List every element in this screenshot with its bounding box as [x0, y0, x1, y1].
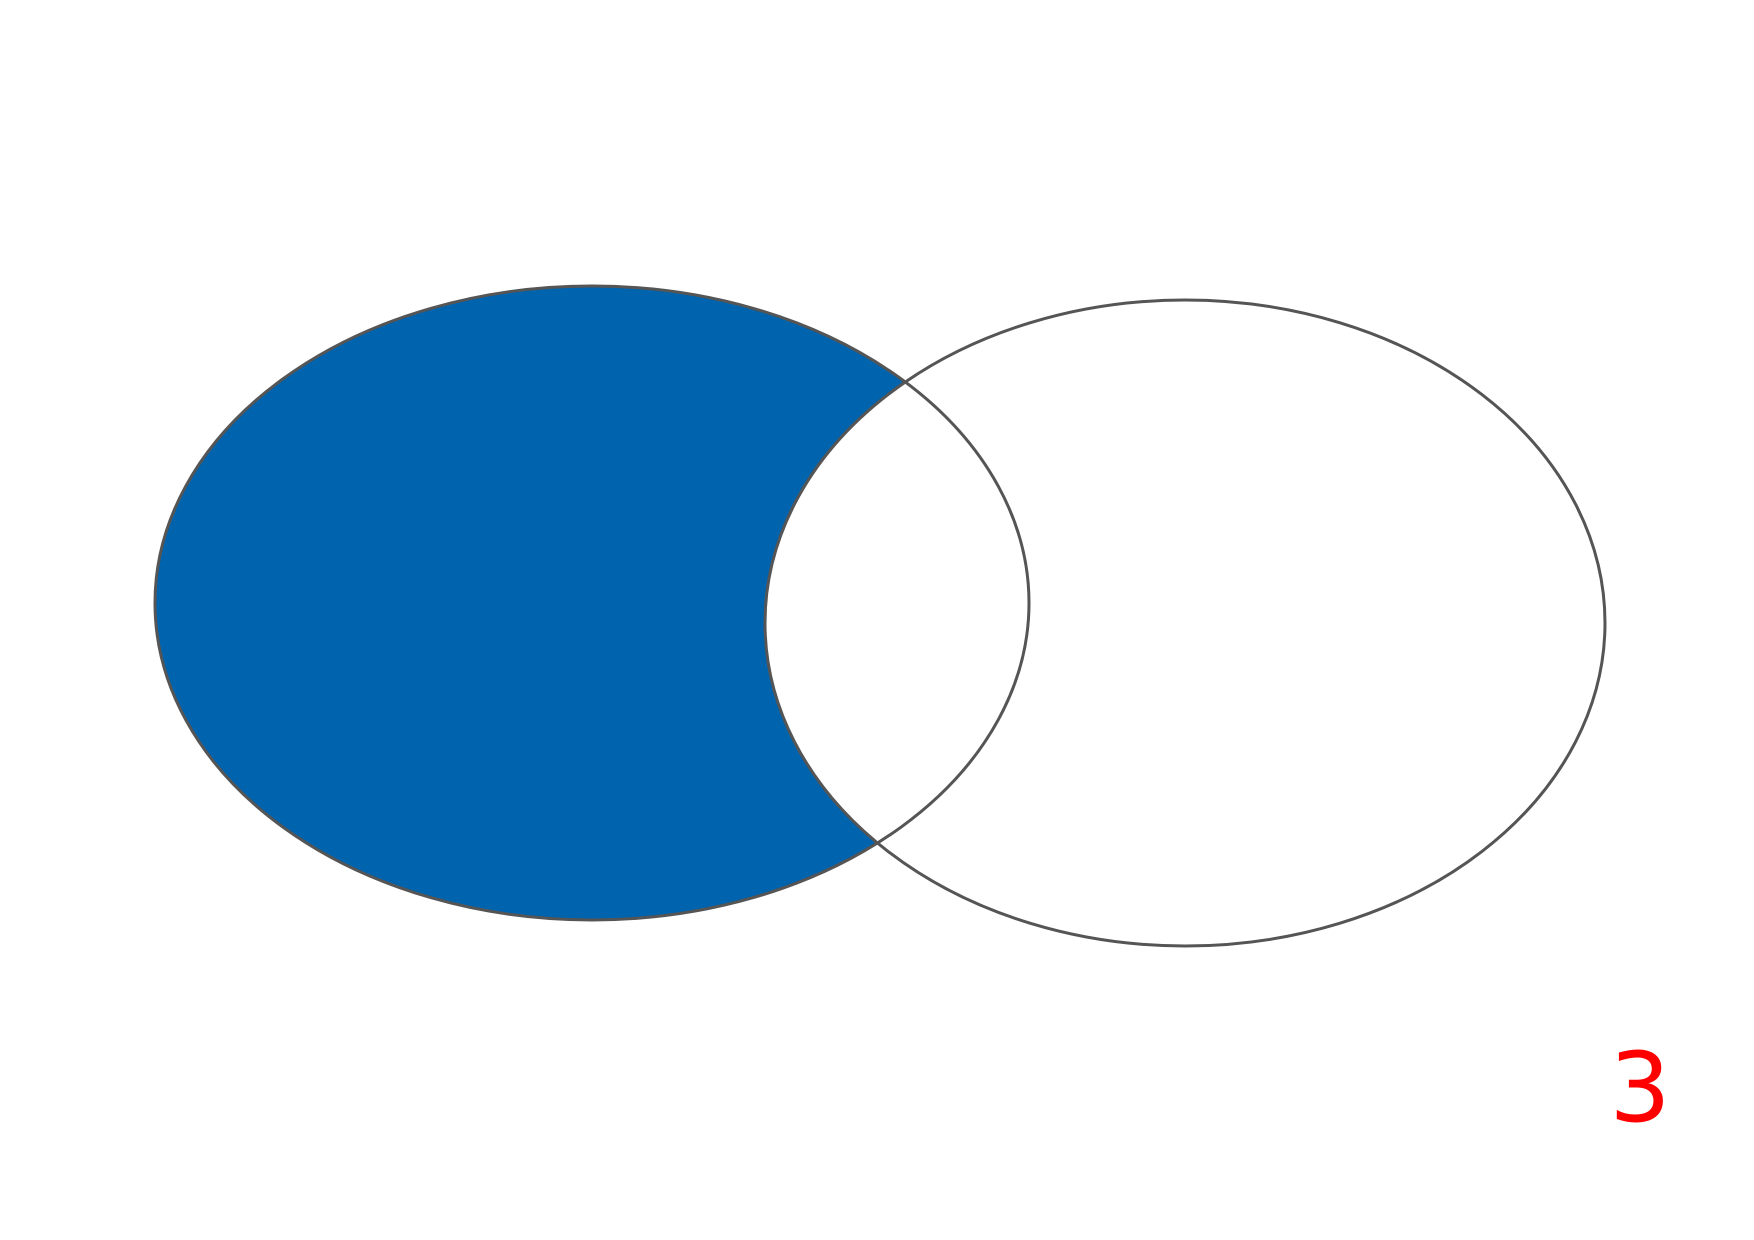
right-set-outline	[763, 298, 1607, 948]
left-set-outline	[153, 284, 1031, 922]
page-number: 3	[1609, 1032, 1671, 1144]
intersection-region	[765, 300, 1029, 920]
